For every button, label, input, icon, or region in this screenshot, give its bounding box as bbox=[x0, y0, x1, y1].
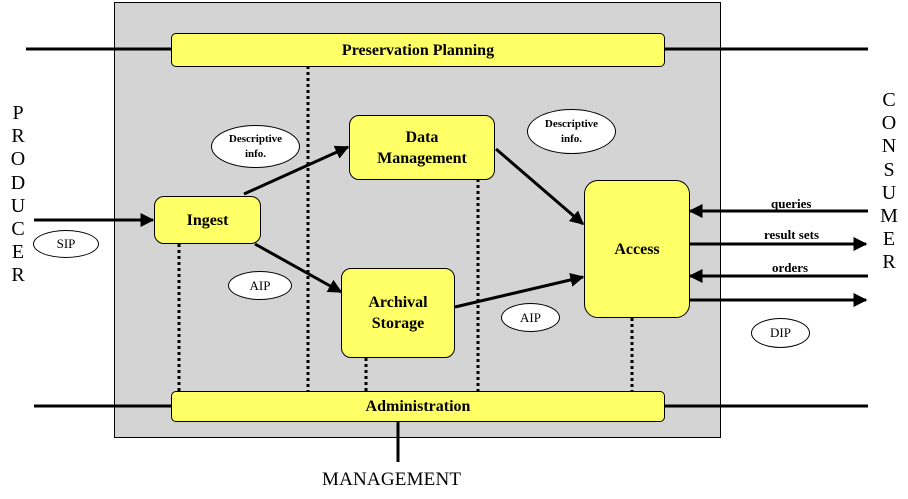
dip-ellipse: DIP bbox=[751, 318, 810, 348]
descriptive-info-ingest-ellipse: Descriptive info. bbox=[211, 125, 300, 168]
dotted-links bbox=[177, 66, 634, 391]
archival-storage-label-line1: Archival bbox=[368, 294, 428, 311]
descriptive-info-access-line1: Descriptive bbox=[544, 117, 599, 130]
aip-storage-ellipse: AIP bbox=[501, 303, 560, 332]
producer-letter: P bbox=[12, 102, 24, 124]
consumer-letter: S bbox=[883, 158, 895, 181]
producer-letter: D bbox=[10, 171, 26, 194]
management-label: MANAGEMENT bbox=[322, 469, 462, 490]
dip-label: DIP bbox=[770, 325, 791, 340]
aip-ingest-ellipse: AIP bbox=[228, 271, 292, 300]
data-management-label-line2: Management bbox=[377, 149, 467, 167]
archival-storage-label-line2: Storage bbox=[371, 315, 425, 332]
result-sets-label: result sets bbox=[764, 227, 820, 242]
consumer-letter: U bbox=[881, 181, 897, 204]
producer-letter: U bbox=[10, 194, 26, 217]
archival-storage-box: Archival Storage bbox=[341, 268, 455, 358]
storage-to-access-arrow bbox=[454, 273, 585, 309]
data-management-box: Data Management bbox=[349, 115, 495, 180]
aip-storage-label: AIP bbox=[520, 309, 541, 325]
administration-box: Administration bbox=[171, 391, 665, 422]
consumer-letter: O bbox=[881, 112, 897, 135]
orders-label: orders bbox=[772, 260, 809, 275]
consumer-letter: N bbox=[881, 135, 897, 158]
consumer-letter: C bbox=[882, 89, 896, 111]
data-management-label-line1: Data bbox=[405, 128, 439, 146]
producer-label: P R O D U C E R bbox=[6, 102, 30, 288]
access-box: Access bbox=[584, 180, 690, 318]
consumer-letter: M bbox=[880, 205, 898, 228]
producer-letter: C bbox=[11, 218, 25, 241]
preservation-planning-box: Preservation Planning bbox=[171, 33, 665, 67]
access-label: Access bbox=[614, 240, 660, 258]
consumer-label: C O N S U M E R bbox=[877, 89, 901, 275]
sip-ellipse: SIP bbox=[33, 230, 99, 258]
descriptive-info-ingest-line2: info. bbox=[244, 147, 267, 160]
ingest-label: Ingest bbox=[186, 211, 229, 229]
consumer-letter: R bbox=[882, 251, 896, 274]
ingest-to-storage-arrow bbox=[254, 242, 343, 294]
descriptive-info-access-line2: info. bbox=[560, 132, 583, 145]
producer-letter: R bbox=[11, 264, 25, 287]
sip-label: SIP bbox=[56, 236, 76, 251]
datamgmt-to-access-arrow bbox=[495, 147, 585, 226]
producer-letter: R bbox=[11, 125, 25, 148]
ingest-to-datamgmt-arrow bbox=[243, 145, 350, 196]
aip-ingest-label: AIP bbox=[249, 277, 271, 293]
ingest-box: Ingest bbox=[154, 196, 261, 244]
descriptive-info-access-ellipse: Descriptive info. bbox=[527, 109, 616, 154]
producer-letter: E bbox=[11, 241, 25, 264]
descriptive-info-ingest-line1: Descriptive bbox=[228, 132, 283, 145]
preservation-planning-label: Preservation Planning bbox=[341, 41, 495, 59]
consumer-letter: E bbox=[882, 228, 896, 251]
administration-label: Administration bbox=[365, 398, 471, 415]
queries-label: queries bbox=[771, 196, 812, 211]
producer-letter: O bbox=[10, 148, 26, 171]
flow-arrows bbox=[34, 145, 868, 309]
